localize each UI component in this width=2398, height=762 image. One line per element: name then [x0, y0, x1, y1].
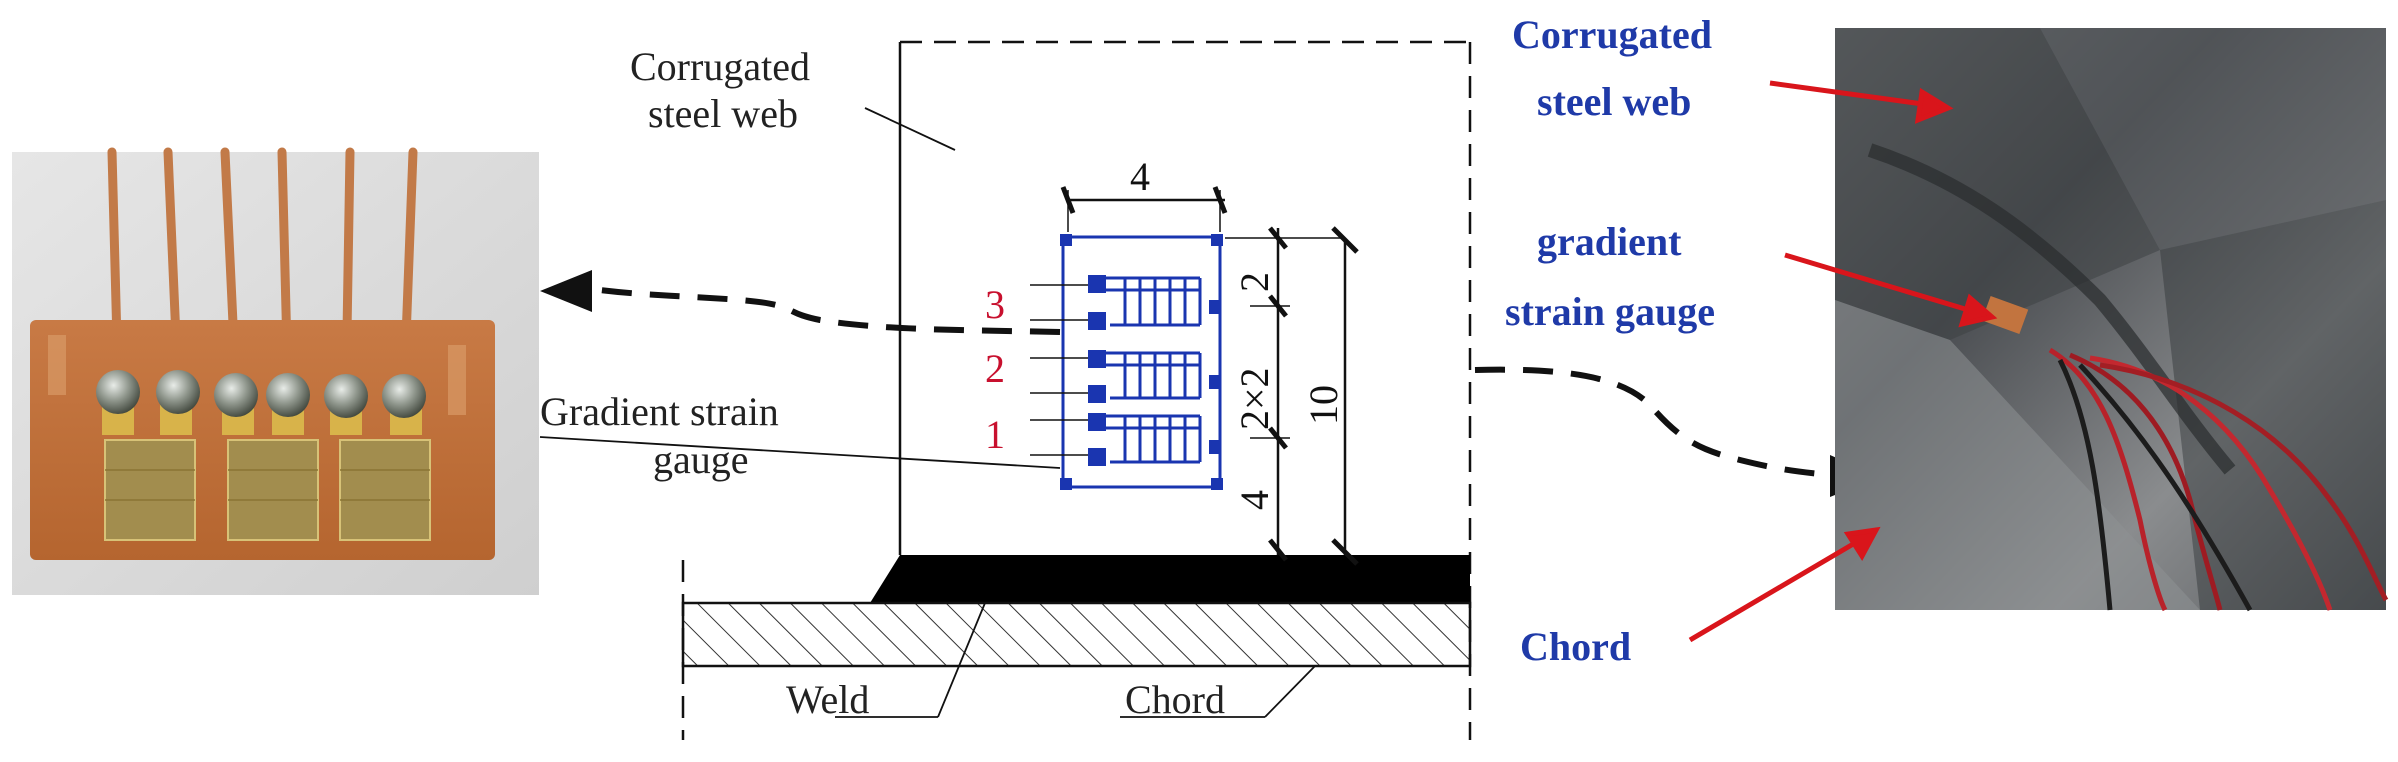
arrow-to-left-photo [540, 270, 1061, 335]
label-corrugated-web-2: steel web [648, 91, 798, 136]
gauge-number-1: 1 [985, 412, 1005, 457]
dim-spacing-bottom: 4 [1232, 490, 1277, 510]
photo-label-gauge-1: gradient [1537, 219, 1682, 264]
label-gradient-gauge-2: gauge [653, 437, 749, 482]
arrow-to-right-photo [1474, 366, 1880, 497]
weld-fillet [870, 555, 1470, 603]
gauge-number-2: 2 [985, 346, 1005, 391]
photo-label-chord: Chord [1520, 624, 1631, 669]
schematic-drawing: Corrugated steel web Gradient strain gau… [539, 40, 1472, 740]
label-corrugated-web-1: Corrugated [630, 44, 810, 89]
gradient-gauge-schematic [1060, 234, 1223, 490]
dim-spacing-mid: 2×2 [1232, 367, 1277, 430]
label-weld: Weld [786, 677, 869, 722]
gauge-photo-left [12, 147, 539, 595]
dim-width-top: 4 [1130, 154, 1150, 199]
dim-spacing-top: 2 [1232, 272, 1277, 292]
dim-height-total: 10 [1301, 385, 1346, 425]
label-gradient-gauge-1: Gradient strain [540, 389, 779, 434]
installed-photo-right [1688, 28, 2389, 643]
label-chord: Chord [1125, 677, 1225, 722]
photo-label-gauge-2: strain gauge [1505, 289, 1715, 334]
photo-label-web-1: Corrugated [1512, 12, 1712, 57]
gauge-number-3: 3 [985, 282, 1005, 327]
photo-label-web-2: steel web [1537, 79, 1691, 124]
chord-section [681, 601, 1472, 668]
